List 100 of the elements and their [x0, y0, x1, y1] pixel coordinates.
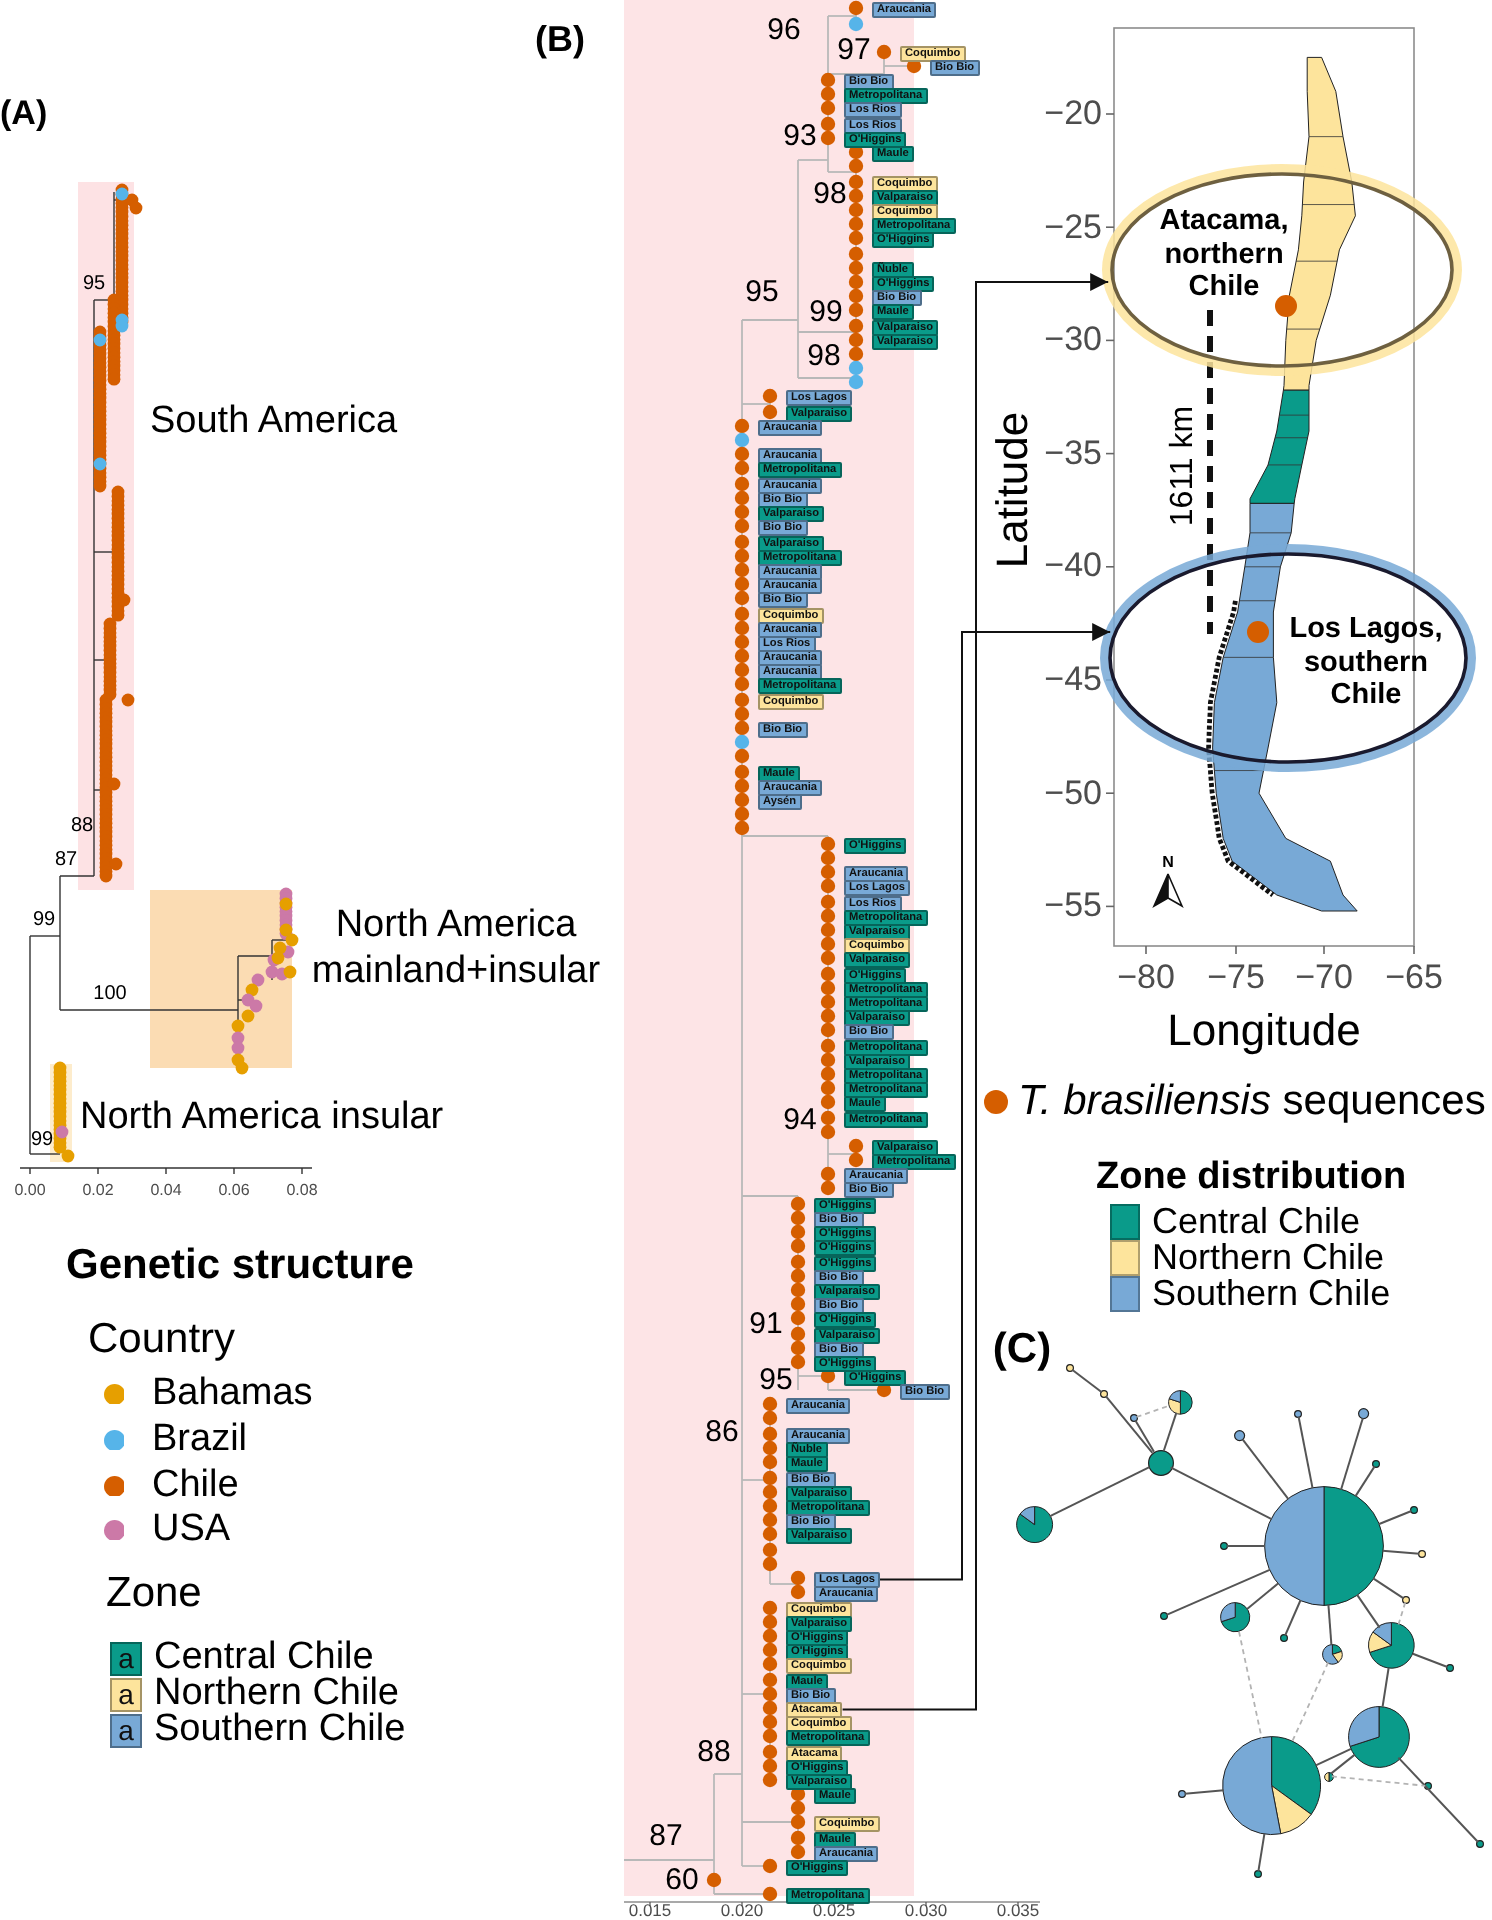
haplotype-pie — [1167, 1389, 1193, 1415]
network-link — [1327, 1603, 1333, 1646]
bootstrap-value: 91 — [749, 1306, 783, 1342]
bootstrap-value: 95 — [759, 1362, 793, 1398]
bootstrap-value: 99 — [809, 294, 843, 330]
network-link — [1291, 1661, 1330, 1743]
bootstrap-value: 88 — [697, 1734, 731, 1770]
haplotype-pie — [1264, 1486, 1384, 1606]
network-link — [1225, 1545, 1267, 1547]
haplotype-circle — [1254, 1870, 1262, 1878]
haplotype-pie — [1323, 1771, 1333, 1781]
axis-tick-label: −75 — [1207, 958, 1265, 998]
legend-label: Central Chile — [1152, 1201, 1361, 1243]
bootstrap-value: 99 — [32, 908, 56, 932]
haplotype-circle — [1358, 1408, 1370, 1420]
haplotype-circle — [1418, 1550, 1426, 1558]
network-link — [1381, 1667, 1390, 1708]
axis-tick-label: −70 — [1295, 958, 1353, 998]
axis-tick-label: −50 — [1044, 773, 1102, 813]
axis-tick-label: −35 — [1044, 434, 1102, 474]
axis-tick-label: 0.08 — [286, 1180, 318, 1200]
axis-tick-label: 0.030 — [904, 1902, 948, 1920]
network-link — [1183, 1789, 1225, 1795]
distance-label: 1611 km — [1165, 405, 1202, 527]
axis-tick-label: 0.06 — [218, 1180, 250, 1200]
axis-title: Latitude — [986, 411, 1038, 569]
axis-tick-label: 0.00 — [14, 1180, 46, 1200]
network-link — [1397, 1601, 1407, 1626]
arrow — [879, 623, 1112, 1581]
haplotype-pie — [1222, 1736, 1322, 1836]
bootstrap-value: 88 — [70, 814, 94, 838]
network-link — [1241, 1438, 1290, 1501]
haplotype-circle — [1220, 1542, 1228, 1550]
haplotype-circle — [1160, 1612, 1168, 1620]
panel-label: (A) — [0, 94, 48, 134]
legend-label: Chile — [152, 1464, 239, 1508]
axis-tick-label: −55 — [1044, 886, 1102, 926]
axis-tick-label: −65 — [1385, 958, 1443, 998]
haplotype-circle — [1280, 1634, 1288, 1642]
axis-tick-label: −20 — [1044, 94, 1102, 134]
network-link — [1048, 1466, 1151, 1518]
legend-subtitle: Country — [88, 1315, 236, 1365]
haplotype-pie — [1321, 1643, 1343, 1665]
clade-label: North America insular — [80, 1096, 444, 1140]
axis-tick-label: 0.015 — [628, 1902, 672, 1920]
network-link — [1372, 1577, 1405, 1600]
axis-tick-label: 0.035 — [996, 1902, 1040, 1920]
bootstrap-value: 95 — [82, 272, 106, 296]
network-link — [1381, 1549, 1421, 1555]
panel-label: (C) — [992, 1325, 1052, 1375]
legend-label: USA — [152, 1508, 231, 1552]
haplotype-circle — [1410, 1506, 1418, 1514]
bootstrap-value: 93 — [783, 118, 817, 154]
clade-label: South America — [150, 400, 398, 444]
network-link — [1104, 1395, 1154, 1454]
axis-tick-label: −40 — [1044, 547, 1102, 587]
legend-label: Northern Chile — [1152, 1237, 1385, 1279]
haplotype-circle — [1178, 1790, 1186, 1798]
clade-label: North America mainland+insular — [309, 904, 603, 996]
network-link — [1411, 1652, 1449, 1668]
network-link — [1314, 1747, 1352, 1767]
axis-tick-label: −45 — [1044, 660, 1102, 700]
network-link — [1330, 1775, 1427, 1787]
bootstrap-value: 96 — [767, 12, 801, 48]
network-link — [1165, 1568, 1272, 1616]
haplotype-pie — [1347, 1705, 1409, 1767]
axis-tick-label: −30 — [1044, 320, 1102, 360]
network-link — [1238, 1630, 1263, 1740]
compass-letter: N — [1162, 852, 1174, 872]
haplotype-circle — [1424, 1782, 1432, 1790]
bootstrap-value: 98 — [813, 176, 847, 212]
legend-label: Brazil — [152, 1418, 248, 1462]
network-link — [1340, 1417, 1364, 1491]
network-link — [1134, 1419, 1155, 1453]
bootstrap-value: 94 — [783, 1102, 817, 1138]
axis-title: Longitude — [1167, 1004, 1361, 1056]
bootstrap-value: 98 — [807, 338, 841, 374]
haplotype-circle — [1147, 1449, 1173, 1475]
bootstrap-value: 86 — [705, 1414, 739, 1450]
highlight-ellipse: Los Lagos, southern Chile — [1098, 542, 1478, 774]
axis-tick-label: 0.025 — [812, 1902, 856, 1920]
haplotype-circle — [1446, 1664, 1454, 1672]
network-link — [1356, 1593, 1381, 1629]
highlight-ellipse: Atacama, northern Chile — [1100, 162, 1464, 378]
bootstrap-value: 87 — [649, 1818, 683, 1854]
haplotype-circle — [1476, 1840, 1484, 1848]
legend-subtitle: Zone — [106, 1569, 202, 1619]
legend-title: Zone distribution — [1096, 1156, 1407, 1200]
network-link — [1284, 1599, 1302, 1637]
haplotype-circle — [1402, 1596, 1410, 1604]
legend-label: Southern Chile — [1152, 1273, 1391, 1315]
haplotype-pie — [1220, 1602, 1252, 1634]
haplotype-circle — [1130, 1414, 1138, 1422]
network-link — [1257, 1832, 1266, 1873]
legend-key: a — [110, 1677, 142, 1711]
haplotype-circle — [1294, 1410, 1302, 1418]
legend-key: a — [110, 1641, 142, 1675]
network-link — [1330, 1753, 1356, 1775]
haplotype-pie — [1368, 1622, 1416, 1670]
network-link — [1397, 1756, 1479, 1843]
